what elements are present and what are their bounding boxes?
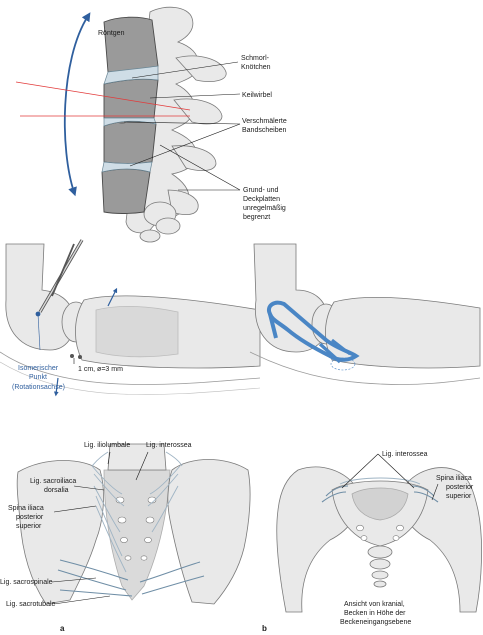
label-a-spina-3: superior: [16, 523, 42, 530]
sacral-foramina: [115, 496, 157, 561]
ligament-fibres-b: [321, 477, 439, 503]
knee-panel-left: Isomerischer Punkt (Rotationsachse) 1 cm…: [0, 239, 261, 397]
curvature-arrow: [63, 12, 91, 197]
drill-hole: [70, 354, 74, 358]
label-a-sacroiliaca-1: Lig. sacroiliaca: [30, 478, 76, 485]
label-a-sacroiliaca-2: dorsalia: [44, 487, 69, 494]
label-pivot-1: Isomerischer: [18, 365, 59, 372]
ligament-fibres-a: [57, 451, 205, 597]
pelvis-panel-a: Lig. iliolumbale Lig. interossea Lig. sa…: [0, 442, 251, 633]
pelvis-panel-b: Lig. interossea Spina iliaca posterior s…: [262, 451, 482, 633]
label-b-view-3: Beckeneingangsebene: [340, 619, 411, 626]
drill-hole: [78, 355, 82, 359]
label-endplates-2: Deckplatten: [243, 196, 280, 203]
label-measure: 1 cm, ø=3 mm: [78, 366, 123, 373]
label-discs-1: Verschmälerte: [242, 118, 287, 125]
label-endplates-1: Grund- und: [243, 187, 279, 194]
label-a-interossea: Lig. interossea: [146, 442, 192, 449]
label-endplates-4: begrenzt: [243, 214, 270, 221]
label-b-spina-1: Spina iliaca: [436, 475, 472, 482]
spine-panel: Röntgen Schmorl- Knötchen Keilwirbel Ver…: [15, 6, 287, 243]
label-b-view-2: Becken in Höhe der: [344, 610, 406, 617]
label-pivot-3: (Rotationsachse): [12, 384, 65, 391]
label-keilwirbel: Keilwirbel: [242, 92, 272, 99]
reference-line-upper: [15, 81, 191, 111]
xray-title: Röntgen: [98, 30, 125, 37]
label-b-view-1: Ansicht von kranial,: [344, 601, 405, 608]
ligament-graft: [267, 300, 360, 362]
panel-letter-b: b: [262, 624, 267, 633]
coccyx: [367, 545, 393, 588]
label-b-spina-3: superior: [446, 493, 472, 500]
label-pivot-2: Punkt: [29, 374, 47, 381]
motion-arrow-down: [53, 377, 59, 397]
knee-panel-right: [249, 243, 481, 385]
label-schmorl-2: Knötchen: [241, 64, 271, 71]
label-a-sacrotubale: Lig. sacrotubale: [6, 601, 56, 608]
label-a-sacrospinale: Lig. sacrospinale: [0, 579, 53, 586]
label-a-iliolumbale: Lig. iliolumbale: [84, 442, 130, 449]
label-a-spina-2: posterior: [16, 514, 44, 521]
label-a-spina-1: Spina iliaca: [8, 505, 44, 512]
intervertebral-discs: [101, 65, 159, 173]
label-b-spina-2: posterior: [446, 484, 474, 491]
label-endplates-3: unregelmäßig: [243, 205, 286, 212]
panel-letter-a: a: [60, 624, 65, 633]
label-b-interossea: Lig. interossea: [382, 451, 428, 458]
label-schmorl-1: Schmorl-: [241, 55, 270, 62]
motion-arrow-up: [107, 287, 118, 307]
label-discs-2: Bandscheiben: [242, 127, 286, 134]
